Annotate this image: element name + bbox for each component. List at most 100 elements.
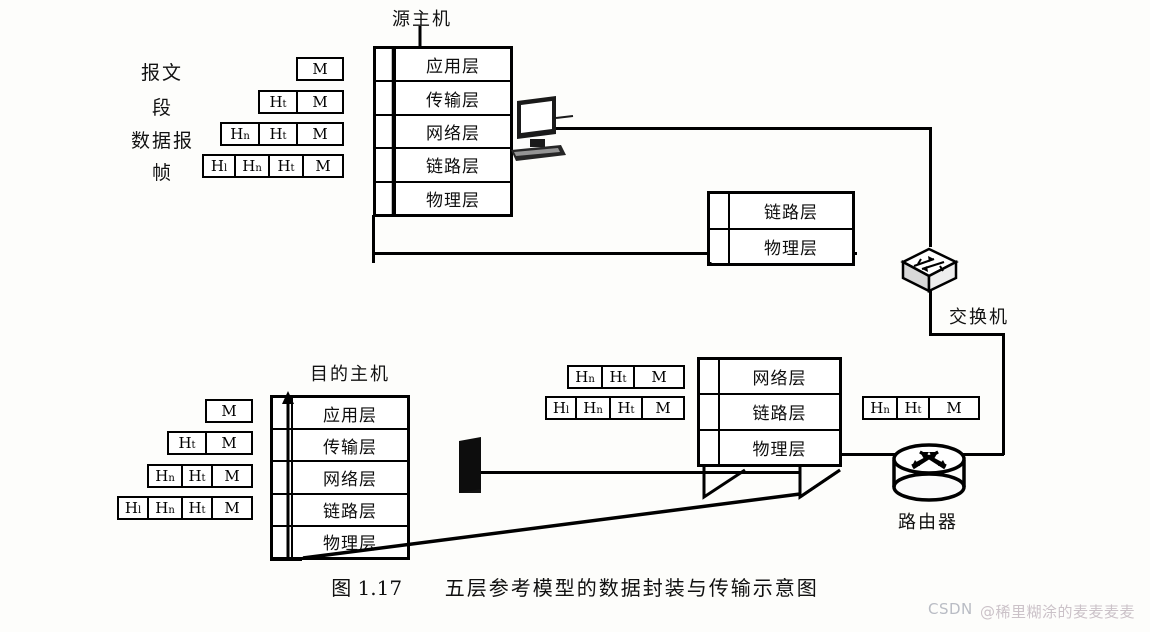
layer-gutter xyxy=(700,430,720,464)
wire-router-device-to-stack xyxy=(842,453,900,456)
pdu-cell-payload: M xyxy=(312,59,328,78)
layer-row: 传输层 xyxy=(273,430,407,463)
layer-gutter xyxy=(273,494,293,525)
network-connector-icon xyxy=(459,437,481,493)
layer-row: 网络层 xyxy=(376,115,510,150)
layer-row: 网络层 xyxy=(273,462,407,495)
layer-name: 网络层 xyxy=(752,369,807,390)
pdu-cell-payload: M xyxy=(946,398,962,417)
layer-row: 物理层 xyxy=(273,526,407,558)
switch-device-caption: 交换机 xyxy=(949,307,1009,328)
layer-name: 传输层 xyxy=(426,90,480,111)
figure-number: 图 1.17 xyxy=(331,576,403,600)
layer-gutter xyxy=(273,462,293,493)
layer-gutter xyxy=(273,398,293,429)
encapsulation-label-segment: 段 xyxy=(152,97,174,119)
encapsulation-label-message: 报文 xyxy=(141,62,184,84)
wire-connector-to-router xyxy=(480,471,800,474)
layer-row: 物理层 xyxy=(700,430,839,464)
layer-name: 链路层 xyxy=(764,203,818,224)
layer-name: 链路层 xyxy=(426,157,480,178)
pdu-message-received: M xyxy=(205,399,253,423)
wire-switch-down xyxy=(929,285,932,335)
layer-row: 链路层 xyxy=(376,149,510,183)
layer-row: 链路层 xyxy=(273,494,407,527)
layer-gutter xyxy=(376,115,396,148)
layer-gutter xyxy=(376,149,396,181)
wire-switch-stack-right xyxy=(853,252,857,255)
figure-title: 五层参考模型的数据封装与传输示意图 xyxy=(444,576,819,600)
layer-name: 物理层 xyxy=(752,439,807,460)
layer-name: 物理层 xyxy=(323,534,377,555)
wire-computer-down-to-switch xyxy=(929,127,932,247)
wire-router-down xyxy=(1002,333,1005,455)
layer-gutter xyxy=(710,229,730,263)
watermark: CSDN @稀里糊涂的麦麦麦麦 xyxy=(928,600,1135,621)
layer-gutter xyxy=(700,395,720,429)
pdu-cell-payload: M xyxy=(655,398,671,417)
layer-gutter xyxy=(376,49,396,81)
router-icon xyxy=(892,443,966,502)
encapsulation-label-frame: 帧 xyxy=(152,162,174,184)
destination-host-stack: 应用层 传输层 网络层 链路层 物理层 xyxy=(270,395,410,560)
layer-name: 传输层 xyxy=(323,437,377,458)
pdu-cell-payload: M xyxy=(224,466,240,485)
layer-name: 物理层 xyxy=(426,190,480,211)
layer-gutter xyxy=(376,182,396,215)
pdu-cell-payload: M xyxy=(315,156,331,175)
wire-destination-bottom xyxy=(270,558,302,561)
wire-switch-to-router-right xyxy=(929,333,1005,336)
layer-row: 网络层 xyxy=(700,360,839,396)
pdu-cell-payload: M xyxy=(312,92,328,111)
source-host-caption: 源主机 xyxy=(392,9,452,30)
layer-row: 链路层 xyxy=(710,194,852,230)
layer-row: 传输层 xyxy=(376,82,510,116)
layer-name: 应用层 xyxy=(426,57,480,78)
router-device-caption: 路由器 xyxy=(898,512,958,533)
pdu-cell-payload: M xyxy=(651,367,667,386)
layer-row: 链路层 xyxy=(700,395,839,431)
encapsulation-label-datagram: 数据报 xyxy=(131,130,195,152)
pdu-cell-payload: M xyxy=(221,433,237,452)
layer-name: 链路层 xyxy=(323,502,377,523)
destination-host-caption: 目的主机 xyxy=(310,364,390,385)
source-host-stack: 应用层 传输层 网络层 链路层 物理层 xyxy=(373,46,513,217)
layer-name: 网络层 xyxy=(426,124,480,145)
layer-gutter xyxy=(700,360,720,394)
watermark-prefix: CSDN xyxy=(928,600,973,618)
layer-row: 应用层 xyxy=(376,49,510,83)
layer-gutter xyxy=(273,430,293,461)
figure-caption: 图 1.17 五层参考模型的数据封装与传输示意图 xyxy=(0,572,1150,601)
watermark-handle: @稀里糊涂的麦麦麦麦 xyxy=(980,603,1136,621)
layer-row: 物理层 xyxy=(710,229,852,263)
wire-source-down xyxy=(372,215,375,263)
switch-stack: 链路层 物理层 xyxy=(707,191,855,266)
pdu-message: M xyxy=(296,57,344,81)
layer-name: 网络层 xyxy=(323,470,377,490)
layer-name: 物理层 xyxy=(764,238,818,259)
